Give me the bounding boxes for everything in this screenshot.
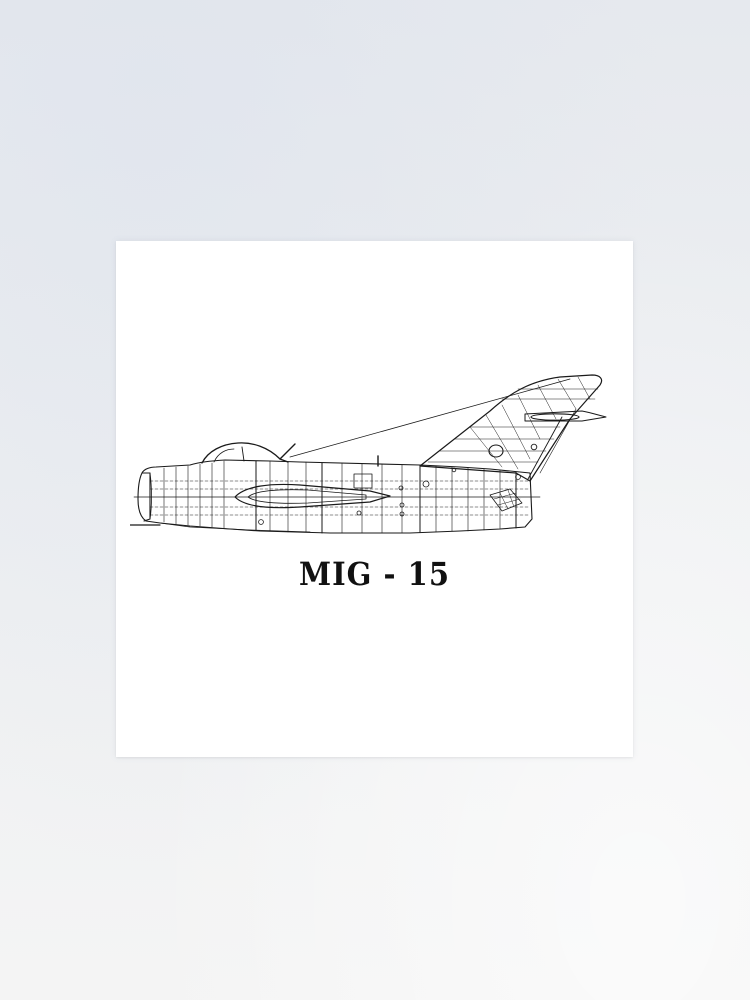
mig-15-aircraft-drawing-icon bbox=[130, 374, 607, 534]
poster: MIG - 15 bbox=[116, 241, 633, 757]
poster-title: MIG - 15 bbox=[298, 555, 451, 593]
